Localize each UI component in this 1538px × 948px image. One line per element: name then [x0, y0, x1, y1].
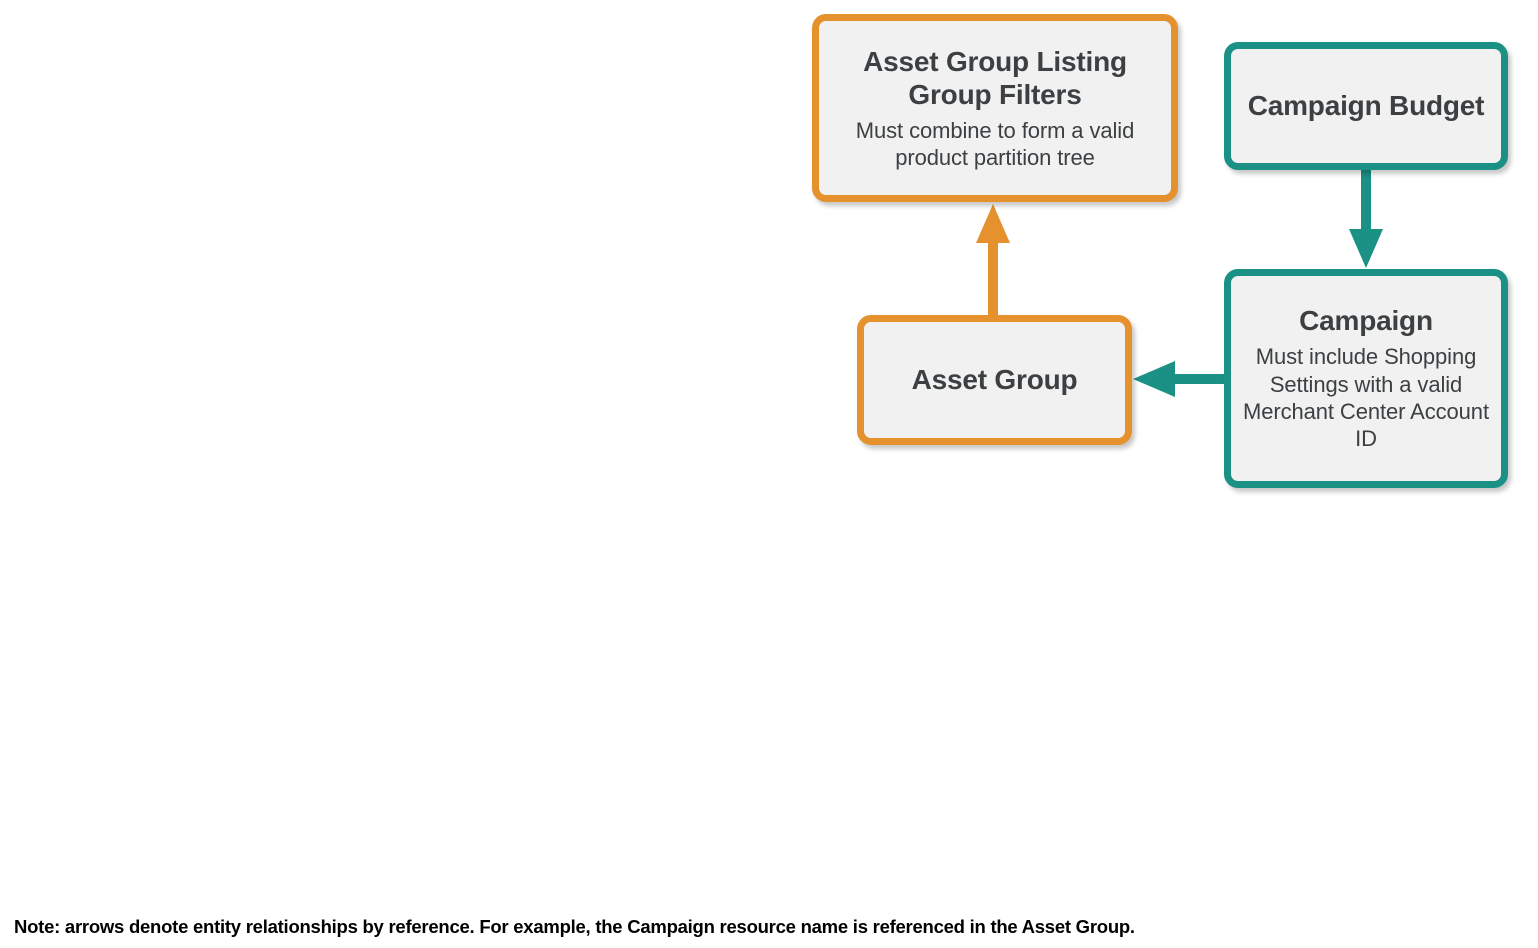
edge-campaign-to-asset-group — [1133, 361, 1224, 397]
node-title: Campaign Budget — [1247, 90, 1485, 122]
node-title: Asset Group Listing Group Filters — [863, 45, 1127, 110]
node-asset-group-listing-group-filters[interactable]: Asset Group Listing Group Filters Must c… — [812, 14, 1178, 202]
node-subtitle: Must include Shopping Settings with a va… — [1243, 344, 1489, 452]
diagram-note: Note: arrows denote entity relationships… — [14, 916, 1135, 937]
edge-campaign-budget-to-campaign — [1349, 170, 1383, 268]
node-title: Campaign — [1299, 305, 1433, 337]
node-subtitle: Must combine to form a valid product par… — [855, 117, 1135, 171]
edge-asset-group-to-listing-group-filters — [976, 204, 1010, 315]
node-asset-group[interactable]: Asset Group — [857, 315, 1132, 445]
node-campaign-budget[interactable]: Campaign Budget — [1224, 42, 1508, 170]
node-campaign[interactable]: Campaign Must include Shopping Settings … — [1224, 269, 1508, 488]
node-title: Asset Group — [911, 364, 1078, 396]
